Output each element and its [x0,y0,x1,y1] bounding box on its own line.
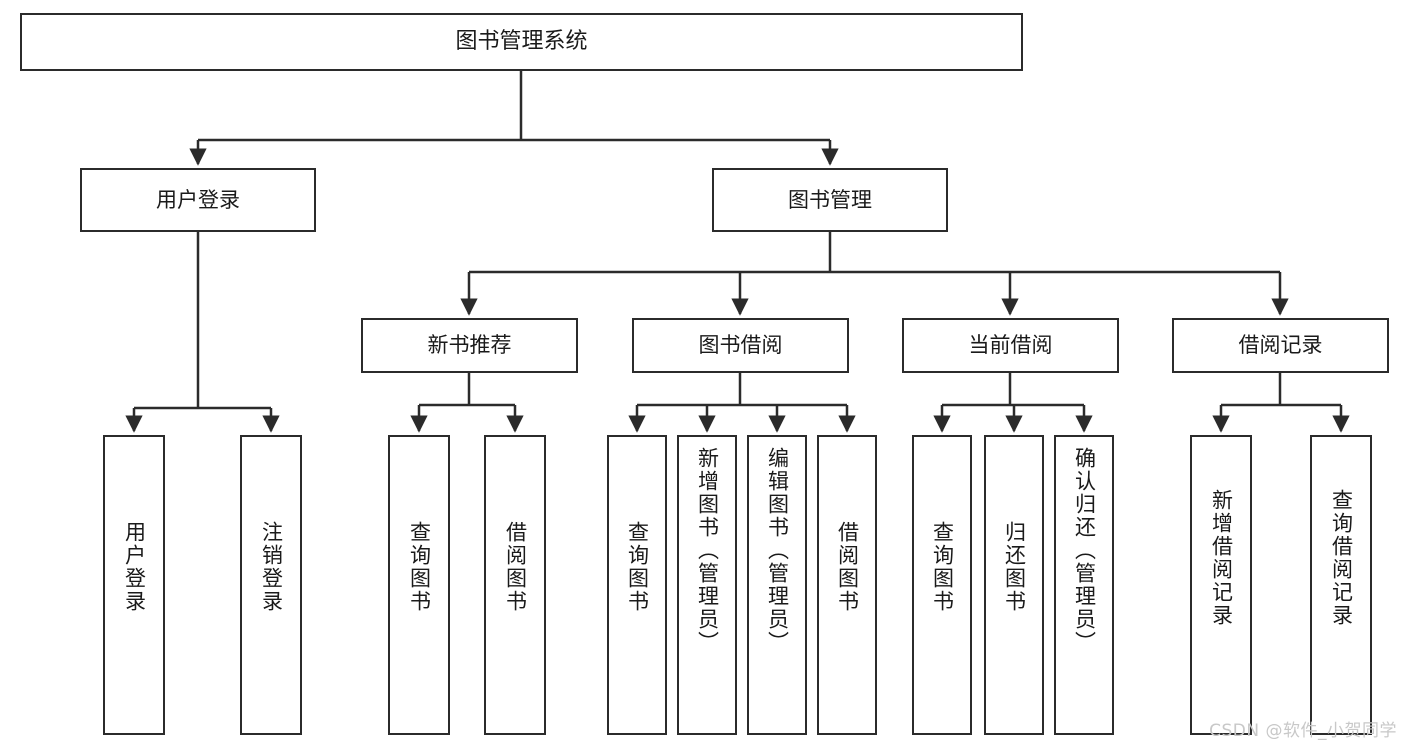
leaf-node-label: 查询图书 [407,521,432,613]
csdn-watermark: CSDN @软件_小贺同学 [1209,721,1397,741]
leaf-node[interactable]: 查询图书 [607,435,667,735]
leaf-node-label: 借阅图书 [503,521,528,613]
leaf-node[interactable]: 编辑图书（管理员） [747,435,807,735]
node-book-borrow-label: 图书借阅 [698,333,783,358]
leaf-node-label: 新增图书（管理员） [695,447,720,654]
leaf-node-label: 借阅图书 [835,521,860,613]
node-borrow-record-label: 借阅记录 [1238,333,1323,358]
node-current-borrow[interactable]: 当前借阅 [902,318,1119,373]
leaf-node[interactable]: 用户登录 [103,435,165,735]
node-new-book-recommend[interactable]: 新书推荐 [361,318,578,373]
node-borrow-record[interactable]: 借阅记录 [1172,318,1389,373]
leaf-node[interactable]: 归还图书 [984,435,1044,735]
leaf-node[interactable]: 注销登录 [240,435,302,735]
node-user-login-label: 用户登录 [156,187,240,212]
leaf-node[interactable]: 新增图书（管理员） [677,435,737,735]
leaf-node-label: 查询借阅记录 [1329,489,1354,627]
leaf-node-label: 编辑图书（管理员） [765,447,790,654]
leaf-node[interactable]: 新增借阅记录 [1190,435,1252,735]
node-root-label: 图书管理系统 [455,29,588,55]
leaf-node[interactable]: 确认归还（管理员） [1054,435,1114,735]
node-current-borrow-label: 当前借阅 [968,333,1053,358]
leaf-node-label: 查询图书 [930,521,955,613]
node-book-management-label: 图书管理 [788,187,872,212]
leaf-node[interactable]: 借阅图书 [484,435,546,735]
node-new-book-recommend-label: 新书推荐 [427,333,512,358]
node-root[interactable]: 图书管理系统 [20,13,1023,71]
leaf-node-label: 确认归还（管理员） [1072,447,1097,654]
leaf-node-label: 用户登录 [122,521,147,613]
leaf-node[interactable]: 查询图书 [912,435,972,735]
leaf-node[interactable]: 查询图书 [388,435,450,735]
node-book-borrow[interactable]: 图书借阅 [632,318,849,373]
node-user-login[interactable]: 用户登录 [80,168,316,232]
leaf-node-label: 注销登录 [259,521,284,613]
leaf-node-label: 新增借阅记录 [1209,489,1234,627]
node-book-management[interactable]: 图书管理 [712,168,948,232]
leaf-node-label: 查询图书 [625,521,650,613]
leaf-node[interactable]: 借阅图书 [817,435,877,735]
leaf-node-label: 归还图书 [1002,521,1027,613]
leaf-node[interactable]: 查询借阅记录 [1310,435,1372,735]
